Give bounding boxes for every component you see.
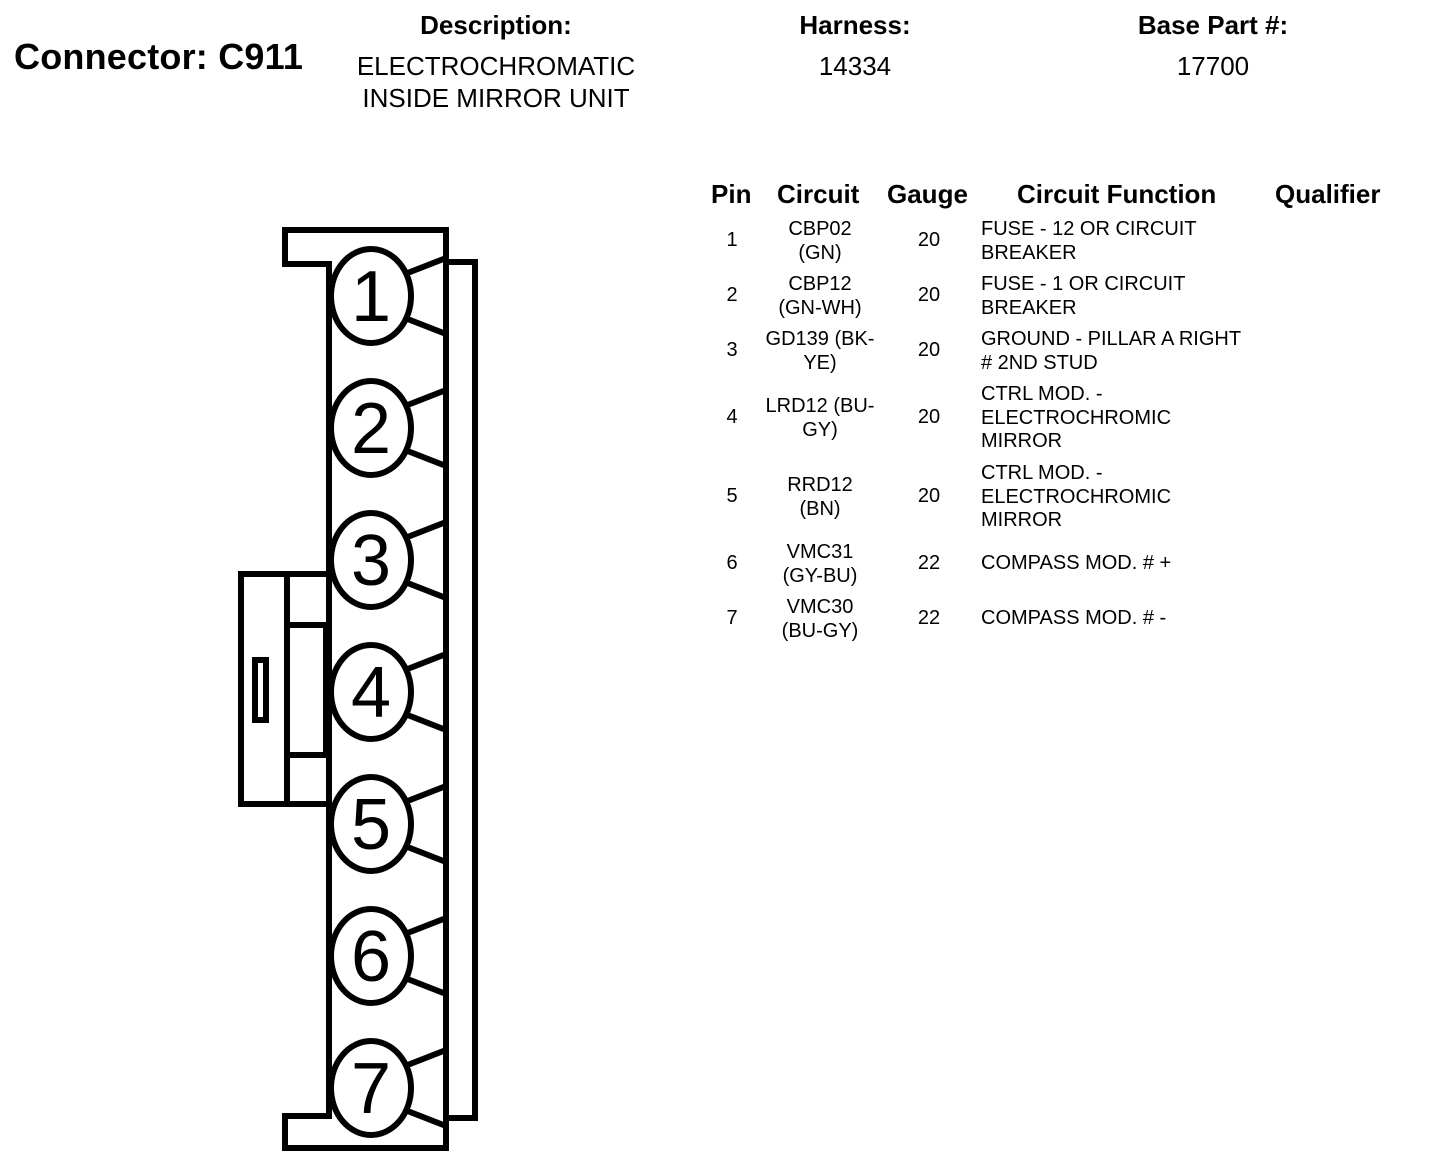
header-circuit: Circuit bbox=[777, 179, 860, 209]
pin-cavity-4: 4 bbox=[328, 642, 448, 742]
function-line: CTRL MOD. - bbox=[981, 462, 1103, 484]
gauge: 20 bbox=[917, 339, 941, 361]
header-gauge: Gauge bbox=[887, 179, 968, 209]
pin-label: 1 bbox=[351, 257, 391, 337]
circuit-id: VMC31 bbox=[786, 541, 854, 563]
circuit-id: LRD12 (BU- bbox=[765, 395, 875, 417]
circuit-color: (GN-WH) bbox=[778, 296, 862, 319]
function-line: FUSE - 12 OR CIRCUIT bbox=[981, 218, 1197, 240]
pin-retainer-line bbox=[403, 387, 448, 409]
function-line: BREAKER bbox=[981, 241, 1077, 264]
pin-retainer-line bbox=[403, 915, 448, 937]
circuit-id: CBP12 bbox=[788, 273, 852, 295]
circuit-color: YE) bbox=[803, 351, 837, 374]
pin-number: 6 bbox=[726, 552, 738, 574]
connector-back-rail bbox=[443, 259, 478, 1121]
circuit-color: (BU-GY) bbox=[781, 619, 859, 642]
function-line: ELECTROCHROMIC bbox=[981, 406, 1172, 429]
header-pin: Pin bbox=[711, 179, 752, 209]
pin-label: 5 bbox=[351, 785, 391, 865]
gauge: 20 bbox=[917, 284, 941, 306]
circuit-color: (GY-BU) bbox=[782, 564, 858, 587]
function-line: GROUND - PILLAR A RIGHT bbox=[981, 328, 1242, 350]
circuit-id: RRD12 bbox=[787, 474, 853, 496]
pin-cavity-7: 7 bbox=[328, 1038, 448, 1138]
base-part-value: 17700 bbox=[1176, 51, 1250, 81]
function-line: MIRROR bbox=[981, 509, 1063, 531]
function-line: BREAKER bbox=[981, 296, 1077, 319]
pin-retainer-line bbox=[403, 447, 448, 469]
description-line2: INSIDE MIRROR UNIT bbox=[362, 83, 630, 113]
pin-number: 7 bbox=[726, 607, 738, 629]
pin-label: 3 bbox=[351, 521, 391, 601]
pin-cavity-2: 2 bbox=[328, 378, 448, 478]
function-line: MIRROR bbox=[981, 430, 1063, 452]
function-line: CTRL MOD. - bbox=[981, 383, 1103, 405]
pin-retainer-line bbox=[403, 843, 448, 865]
pin-number: 2 bbox=[726, 284, 738, 306]
connector-body-outline bbox=[282, 227, 449, 1151]
latch-tab bbox=[287, 622, 329, 758]
pin-number: 1 bbox=[726, 229, 738, 251]
circuit-color: (BN) bbox=[799, 497, 841, 520]
pin-retainer-line bbox=[403, 1107, 448, 1129]
function-line: # 2ND STUD bbox=[981, 351, 1098, 374]
pin-retainer-line bbox=[403, 975, 448, 997]
pin-label: 2 bbox=[351, 389, 391, 469]
function-line: FUSE - 1 OR CIRCUIT bbox=[981, 273, 1186, 295]
pin-retainer-line bbox=[403, 579, 448, 601]
pin-label: 6 bbox=[351, 917, 391, 997]
description-header: Description: bbox=[420, 10, 572, 40]
pin-circle bbox=[328, 774, 414, 874]
pin-number: 5 bbox=[726, 485, 738, 507]
gauge: 20 bbox=[917, 406, 941, 428]
pin-cavity-5: 5 bbox=[328, 774, 448, 874]
pin-retainer-line bbox=[403, 315, 448, 337]
pin-cavity-3: 3 bbox=[328, 510, 448, 610]
gauge: 20 bbox=[917, 485, 941, 507]
harness-header: Harness: bbox=[799, 10, 911, 40]
pin-retainer-line bbox=[403, 519, 448, 541]
pin-cavity-6: 6 bbox=[328, 906, 448, 1006]
pin-retainer-line bbox=[403, 651, 448, 673]
pin-number: 4 bbox=[726, 406, 738, 428]
pin-circle bbox=[328, 1038, 414, 1138]
gauge: 22 bbox=[917, 607, 941, 629]
base-part-header: Base Part #: bbox=[1137, 10, 1289, 40]
header-circuit-function: Circuit Function bbox=[1017, 179, 1217, 209]
connector-label: Connector: C911 bbox=[14, 36, 304, 77]
latch-small-tab bbox=[252, 657, 269, 723]
circuit-color: (GN) bbox=[798, 241, 842, 264]
pin-retainer-line bbox=[403, 255, 448, 277]
pin-label: 4 bbox=[351, 653, 391, 733]
pin-circle bbox=[328, 642, 414, 742]
pin-cavity-1: 1 bbox=[328, 246, 448, 346]
pin-retainer-line bbox=[403, 783, 448, 805]
function-line: COMPASS MOD. # + bbox=[981, 552, 1172, 574]
circuit-id: GD139 (BK- bbox=[765, 328, 875, 350]
pin-number: 3 bbox=[726, 339, 738, 361]
description-line1: ELECTROCHROMATIC bbox=[356, 51, 636, 81]
circuit-color: GY) bbox=[802, 418, 838, 441]
pin-circle bbox=[328, 246, 414, 346]
circuit-id: VMC30 bbox=[786, 596, 854, 618]
gauge: 20 bbox=[917, 229, 941, 251]
pin-circle bbox=[328, 906, 414, 1006]
gauge: 22 bbox=[917, 552, 941, 574]
pin-circle bbox=[328, 378, 414, 478]
function-line: COMPASS MOD. # - bbox=[981, 607, 1167, 629]
pin-retainer-line bbox=[403, 1047, 448, 1069]
circuit-id: CBP02 bbox=[788, 218, 852, 240]
harness-value: 14334 bbox=[818, 51, 892, 81]
pin-label: 7 bbox=[351, 1049, 391, 1129]
function-line: ELECTROCHROMIC bbox=[981, 485, 1172, 508]
pin-retainer-line bbox=[403, 711, 448, 733]
header-qualifier: Qualifier bbox=[1275, 179, 1381, 209]
pin-circle bbox=[328, 510, 414, 610]
